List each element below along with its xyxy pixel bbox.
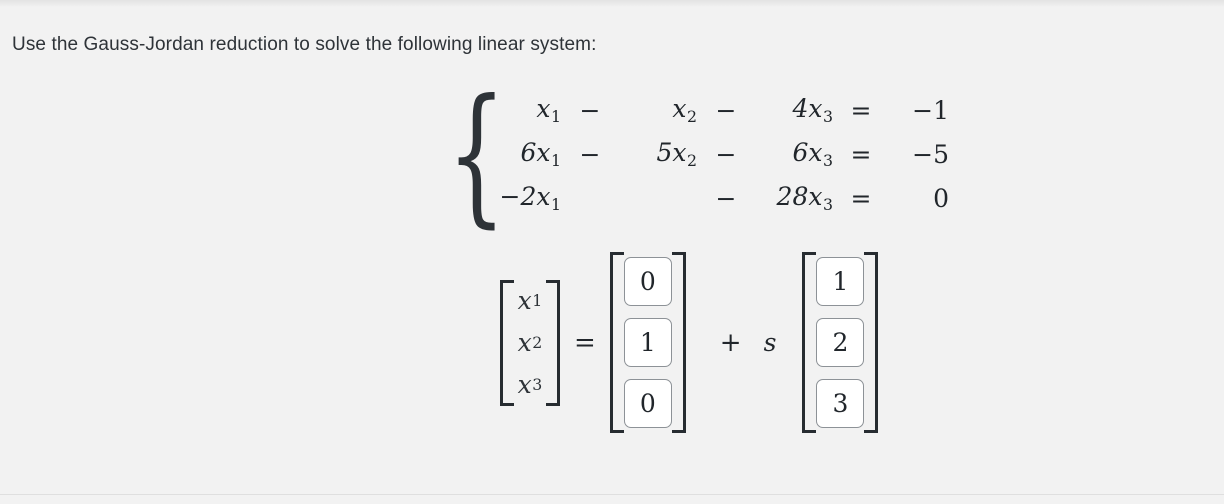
term-coefficient: 4x [792, 94, 823, 124]
equations-table: x1 − x2 − 4x3 = −1 6x1 − 5x2 − 6x3 = −5 … [483, 88, 949, 220]
equation-2-operator-2: − [715, 139, 737, 169]
term-subscript: 2 [686, 106, 697, 126]
term-subscript: 3 [822, 106, 833, 126]
term-coefficient: 5x [656, 138, 687, 168]
table-row: 6x1 − 5x2 − 6x3 = −5 [483, 132, 949, 176]
term-coefficient: x [672, 94, 687, 124]
equation-3-term-1: −2x1 [483, 176, 561, 220]
top-chrome-band [0, 0, 1224, 7]
parameter-s: s [763, 328, 777, 357]
equation-2-rhs: −5 [912, 139, 949, 169]
particular-vector: 0 1 0 [621, 252, 675, 433]
term-subscript: 2 [686, 150, 697, 170]
equation-2-equals: = [850, 139, 872, 169]
unknown-subscript: 2 [532, 333, 543, 352]
question-prompt: Use the Gauss-Jordan reduction to solve … [12, 34, 597, 55]
unknown-symbol: x [517, 328, 532, 357]
direction-input-row-1[interactable]: 1 [816, 257, 865, 306]
equation-3-equals: = [850, 183, 872, 213]
direction-input-row-2[interactable]: 2 [816, 318, 865, 367]
term-subscript: 1 [550, 106, 561, 126]
equation-1-operator-2: − [715, 95, 737, 125]
term-subscript: 1 [550, 194, 561, 214]
term-subscript: 3 [822, 150, 833, 170]
linear-system: { x1 − x2 − 4x3 = −1 6x1 − 5x2 − 6x3 = −… [447, 68, 949, 242]
equation-2-term-1: 6x1 [483, 132, 561, 176]
direction-input-row-3[interactable]: 3 [816, 379, 865, 428]
unknown-subscript: 1 [532, 291, 543, 310]
bottom-divider [0, 494, 1224, 495]
equation-1-term-2: x2 [619, 88, 697, 132]
table-row: −2x1 − 28x3 = 0 [483, 176, 949, 220]
term-subscript: 1 [550, 150, 561, 170]
direction-vector: 1 2 3 [813, 252, 867, 433]
particular-input-row-2[interactable]: 1 [623, 318, 672, 367]
particular-input-row-3[interactable]: 0 [623, 379, 672, 428]
equation-3-rhs: 0 [933, 183, 949, 213]
equation-1-term-3: 4x3 [755, 88, 833, 132]
term-coefficient: −2x [499, 182, 551, 212]
table-row: x1 − x2 − 4x3 = −1 [483, 88, 949, 132]
plus-sign: + [719, 327, 742, 358]
particular-input-row-1[interactable]: 0 [623, 257, 672, 306]
equation-1-operator-1: − [579, 95, 601, 125]
unknown-symbol: x [517, 370, 532, 399]
direction-vector-bracket: 1 2 3 [802, 252, 879, 433]
equation-2-term-3: 6x3 [755, 132, 833, 176]
term-subscript: 3 [822, 194, 833, 214]
system-brace: { [447, 68, 507, 242]
equation-1-term-1: x1 [483, 88, 561, 132]
unknown-symbol: x [517, 286, 532, 315]
equation-3-term-3: 28x3 [755, 176, 833, 220]
equation-2-operator-1: − [579, 139, 601, 169]
term-coefficient: x [536, 94, 551, 124]
term-coefficient: 28x [776, 182, 823, 212]
equation-3-operator-1 [561, 176, 619, 220]
equation-3-operator-2: − [715, 183, 737, 213]
term-coefficient: 6x [520, 138, 551, 168]
unknown-subscript: 3 [532, 375, 543, 394]
equation-1-rhs: −1 [912, 95, 949, 125]
equation-1-equals: = [850, 95, 872, 125]
term-subscript [697, 195, 698, 214]
equation-3-term-2 [619, 176, 697, 220]
solution-equals-sign: = [574, 327, 596, 358]
equation-2-term-2: 5x2 [619, 132, 697, 176]
term-coefficient: 6x [792, 138, 823, 168]
particular-vector-bracket: 0 1 0 [609, 252, 686, 433]
